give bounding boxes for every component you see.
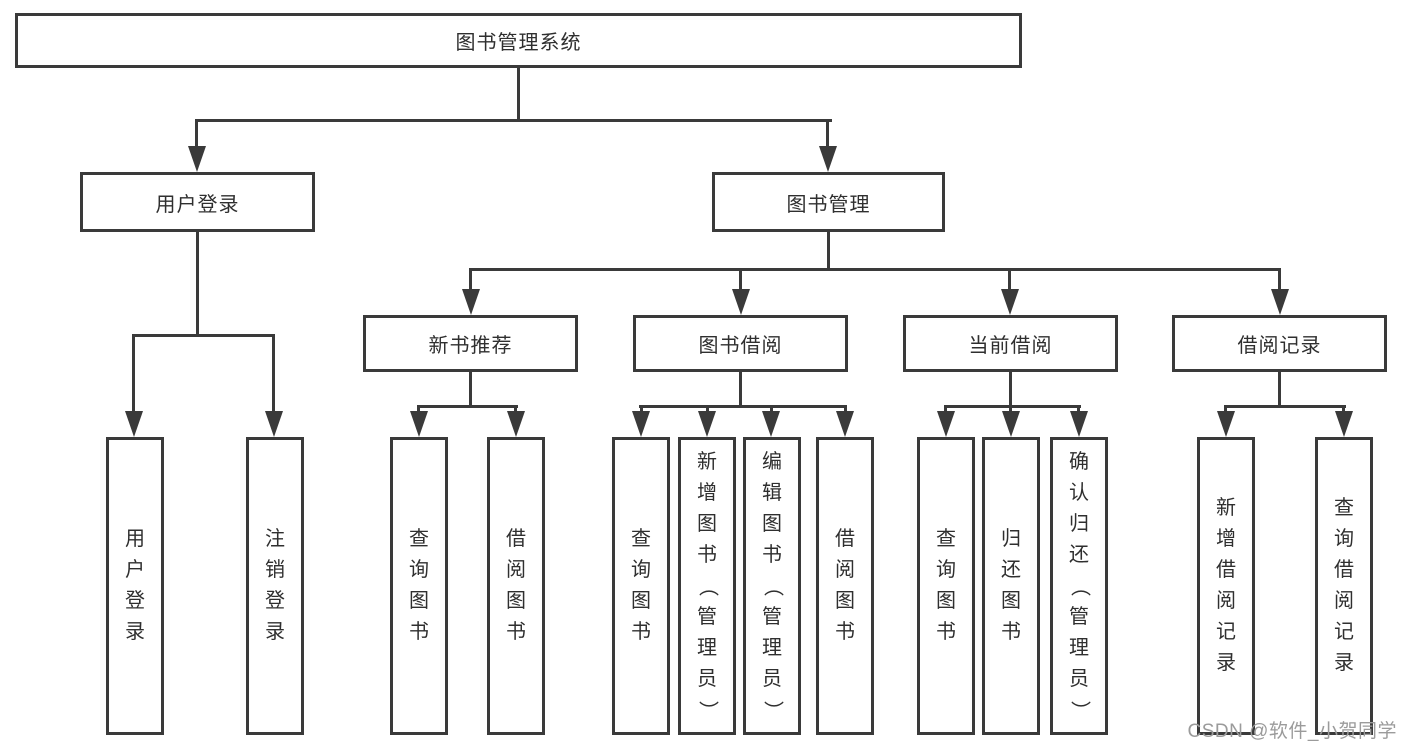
node-label: 借阅图书 [835, 528, 855, 643]
node-leaf-add-books-admin: 新增图书（管理员） [678, 437, 736, 735]
arrow-down-icon [819, 146, 837, 172]
node-leaf-query-books-recommend: 查询图书 [390, 437, 448, 735]
node-leaf-borrow-books-recommend: 借阅图书 [487, 437, 545, 735]
connector-line [826, 119, 829, 150]
connector-line [739, 268, 742, 293]
node-leaf-borrow-books: 借阅图书 [816, 437, 874, 735]
connector-line [469, 268, 472, 293]
connector-line [739, 372, 742, 406]
arrow-down-icon [1271, 289, 1289, 315]
arrow-down-icon [937, 411, 955, 437]
node-label: 图书管理 [786, 193, 871, 216]
connector-line [196, 119, 832, 122]
arrow-down-icon [836, 411, 854, 437]
connector-line [417, 405, 518, 408]
arrow-down-icon [1001, 289, 1019, 315]
node-label: 新增图书（管理员） [696, 450, 719, 721]
connector-line [827, 232, 830, 269]
arrow-down-icon [410, 411, 428, 437]
connector-line [196, 232, 199, 335]
node-leaf-confirm-return-admin: 确认归还（管理员） [1050, 437, 1108, 735]
node-leaf-query-borrow-record: 查询借阅记录 [1315, 437, 1373, 735]
node-leaf-logout: 注销登录 [246, 437, 304, 735]
node-label: 用户登录 [155, 193, 240, 216]
node-label: 新书推荐 [428, 335, 513, 357]
node-new-book-recommendation: 新书推荐 [363, 315, 578, 372]
arrow-down-icon [632, 411, 650, 437]
arrow-down-icon [1217, 411, 1235, 437]
node-current-borrowing: 当前借阅 [903, 315, 1118, 372]
node-borrowing-records: 借阅记录 [1172, 315, 1387, 372]
node-book-management: 图书管理 [712, 172, 945, 232]
node-leaf-query-books-current: 查询图书 [917, 437, 975, 735]
connector-line [1278, 268, 1281, 293]
node-root-library-management-system: 图书管理系统 [15, 13, 1022, 68]
connector-line [1278, 372, 1281, 406]
arrow-down-icon [1335, 411, 1353, 437]
node-label: 用户登录 [125, 528, 145, 643]
connector-line [944, 405, 1081, 408]
connector-line [639, 405, 847, 408]
arrow-down-icon [1070, 411, 1088, 437]
node-label: 编辑图书（管理员） [761, 450, 784, 721]
arrow-down-icon [507, 411, 525, 437]
csdn-watermark: CSDN @软件_小贺同学 [1187, 721, 1397, 742]
node-label: 当前借阅 [968, 335, 1053, 357]
node-leaf-edit-books-admin: 编辑图书（管理员） [743, 437, 801, 735]
node-user-login: 用户登录 [80, 172, 315, 232]
arrow-down-icon [1002, 411, 1020, 437]
node-label: 查询图书 [409, 528, 429, 643]
connector-line [1008, 268, 1011, 293]
node-label: 图书管理系统 [455, 32, 582, 54]
connector-line [469, 268, 1281, 271]
arrow-down-icon [762, 411, 780, 437]
connector-line [132, 334, 275, 337]
node-book-borrowing: 图书借阅 [633, 315, 848, 372]
node-leaf-return-books: 归还图书 [982, 437, 1040, 735]
connector-line [132, 334, 135, 415]
node-label: 查询借阅记录 [1334, 497, 1354, 674]
connector-line [1224, 405, 1346, 408]
node-label: 图书借阅 [698, 335, 783, 357]
arrow-down-icon [265, 411, 283, 437]
node-label: 借阅记录 [1237, 335, 1322, 357]
node-label: 注销登录 [265, 528, 285, 643]
node-leaf-add-borrow-record: 新增借阅记录 [1197, 437, 1255, 735]
connector-line [517, 68, 520, 120]
arrow-down-icon [732, 289, 750, 315]
node-leaf-user-login: 用户登录 [106, 437, 164, 735]
arrow-down-icon [188, 146, 206, 172]
arrow-down-icon [125, 411, 143, 437]
arrow-down-icon [462, 289, 480, 315]
connector-line [469, 372, 472, 406]
connector-line [195, 119, 198, 150]
node-label: 归还图书 [1001, 528, 1021, 643]
connector-line [272, 334, 275, 415]
arrow-down-icon [698, 411, 716, 437]
connector-line [1009, 372, 1012, 406]
node-label: 借阅图书 [506, 528, 526, 643]
node-label: 查询图书 [936, 528, 956, 643]
node-label: 查询图书 [631, 528, 651, 643]
node-label: 确认归还（管理员） [1068, 450, 1091, 721]
node-leaf-query-books-borrowing: 查询图书 [612, 437, 670, 735]
node-label: 新增借阅记录 [1216, 497, 1236, 674]
